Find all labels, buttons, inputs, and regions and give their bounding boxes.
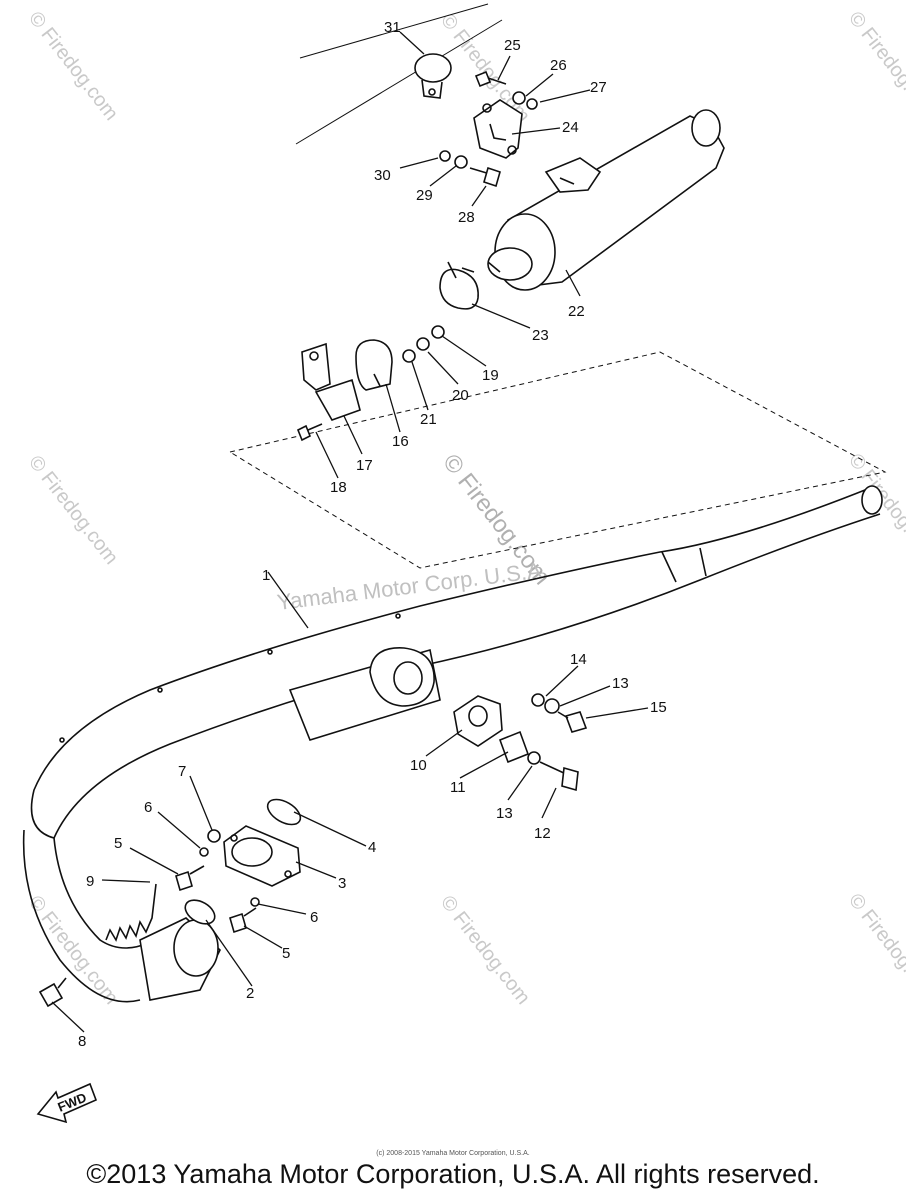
spring-9 bbox=[105, 883, 157, 942]
label-5-upper: 5 bbox=[114, 835, 122, 852]
label-27: 27 bbox=[590, 79, 607, 96]
label-17: 17 bbox=[356, 457, 373, 474]
nut-30 bbox=[439, 150, 451, 162]
label-4: 4 bbox=[368, 839, 376, 856]
exhaust-pipe-1 bbox=[22, 485, 883, 1003]
nut-19 bbox=[431, 325, 445, 339]
bracket-24 bbox=[473, 99, 523, 159]
washer-13-lower bbox=[527, 751, 541, 765]
label-19: 19 bbox=[482, 367, 499, 384]
label-18: 18 bbox=[330, 479, 347, 496]
washer-21 bbox=[402, 349, 416, 363]
footer-copyright: ©2013 Yamaha Motor Corporation, U.S.A. A… bbox=[86, 1159, 820, 1189]
washer-7 bbox=[207, 829, 221, 843]
washer-14 bbox=[531, 693, 545, 707]
label-22: 22 bbox=[568, 303, 585, 320]
watermark-low-left: © Firedog.com bbox=[24, 892, 122, 1009]
label-1: 1 bbox=[262, 567, 270, 584]
label-8: 8 bbox=[78, 1033, 86, 1050]
gasket-2 bbox=[184, 899, 216, 925]
bolt-12 bbox=[539, 761, 579, 792]
label-9: 9 bbox=[86, 873, 94, 890]
watermark-owner: Yamaha Motor Corp. U.S.A. bbox=[276, 557, 549, 615]
label-16: 16 bbox=[392, 433, 409, 450]
label-24: 24 bbox=[562, 119, 579, 136]
label-26: 26 bbox=[550, 57, 567, 74]
bracket-10 bbox=[453, 695, 503, 747]
label-21: 21 bbox=[420, 411, 437, 428]
nut-27 bbox=[526, 98, 538, 110]
bolt-15 bbox=[557, 711, 588, 733]
washer-13-upper bbox=[544, 698, 560, 714]
label-2: 2 bbox=[246, 985, 254, 1002]
muffler-22 bbox=[487, 109, 725, 291]
label-14: 14 bbox=[570, 651, 587, 668]
label-25: 25 bbox=[504, 37, 521, 54]
part-labels: 31 25 26 27 24 30 29 28 22 23 19 20 21 1… bbox=[78, 19, 667, 1050]
label-10: 10 bbox=[410, 757, 427, 774]
washer-20 bbox=[416, 337, 430, 351]
bolt-5-upper bbox=[175, 865, 205, 892]
clamp-16 bbox=[355, 339, 393, 391]
forward-arrow: FWD bbox=[36, 1082, 98, 1124]
watermark-mid-left: © Firedog.com bbox=[24, 452, 122, 569]
label-13-lower: 13 bbox=[496, 805, 513, 822]
watermark-low-right: © Firedog.com bbox=[844, 890, 906, 1007]
label-3: 3 bbox=[338, 875, 346, 892]
bolt-18 bbox=[296, 423, 323, 442]
mount-bracket bbox=[288, 647, 441, 741]
label-12: 12 bbox=[534, 825, 551, 842]
label-11: 11 bbox=[450, 779, 466, 796]
small-copyright: (c) 2008-2015 Yamaha Motor Corporation, … bbox=[376, 1150, 530, 1157]
label-6-upper: 6 bbox=[144, 799, 152, 816]
bolt-28 bbox=[469, 166, 501, 188]
assembly-box bbox=[228, 351, 887, 569]
bushing-11 bbox=[498, 730, 530, 764]
bracket-17 bbox=[301, 342, 361, 421]
watermark-low-center: © Firedog.com bbox=[436, 892, 534, 1009]
label-30: 30 bbox=[374, 167, 391, 184]
leader-lines bbox=[51, 31, 649, 1033]
bolt-25 bbox=[474, 70, 507, 88]
watermark-top-left: © Firedog.com bbox=[24, 8, 122, 125]
washer-29 bbox=[454, 155, 468, 169]
label-29: 29 bbox=[416, 187, 433, 204]
washer-26 bbox=[512, 91, 526, 105]
clamp-23 bbox=[439, 261, 479, 310]
bolt-8 bbox=[38, 977, 67, 1008]
frame-rails bbox=[295, 3, 503, 145]
gasket-4 bbox=[266, 798, 302, 826]
label-6-lower: 6 bbox=[310, 909, 318, 926]
label-5-lower: 5 bbox=[282, 945, 290, 962]
label-15: 15 bbox=[650, 699, 667, 716]
watermark-top-right: © Firedog.com bbox=[844, 8, 906, 125]
label-7: 7 bbox=[178, 763, 186, 780]
label-13-upper: 13 bbox=[612, 675, 629, 692]
bolt-5-lower bbox=[229, 907, 257, 934]
lockwasher-6-lower bbox=[250, 897, 260, 907]
flange-3 bbox=[223, 825, 301, 887]
lockwasher-6-upper bbox=[199, 847, 209, 857]
label-31: 31 bbox=[384, 19, 401, 36]
label-20: 20 bbox=[452, 387, 469, 404]
clamp-31 bbox=[414, 53, 452, 99]
label-28: 28 bbox=[458, 209, 475, 226]
label-23: 23 bbox=[532, 327, 549, 344]
